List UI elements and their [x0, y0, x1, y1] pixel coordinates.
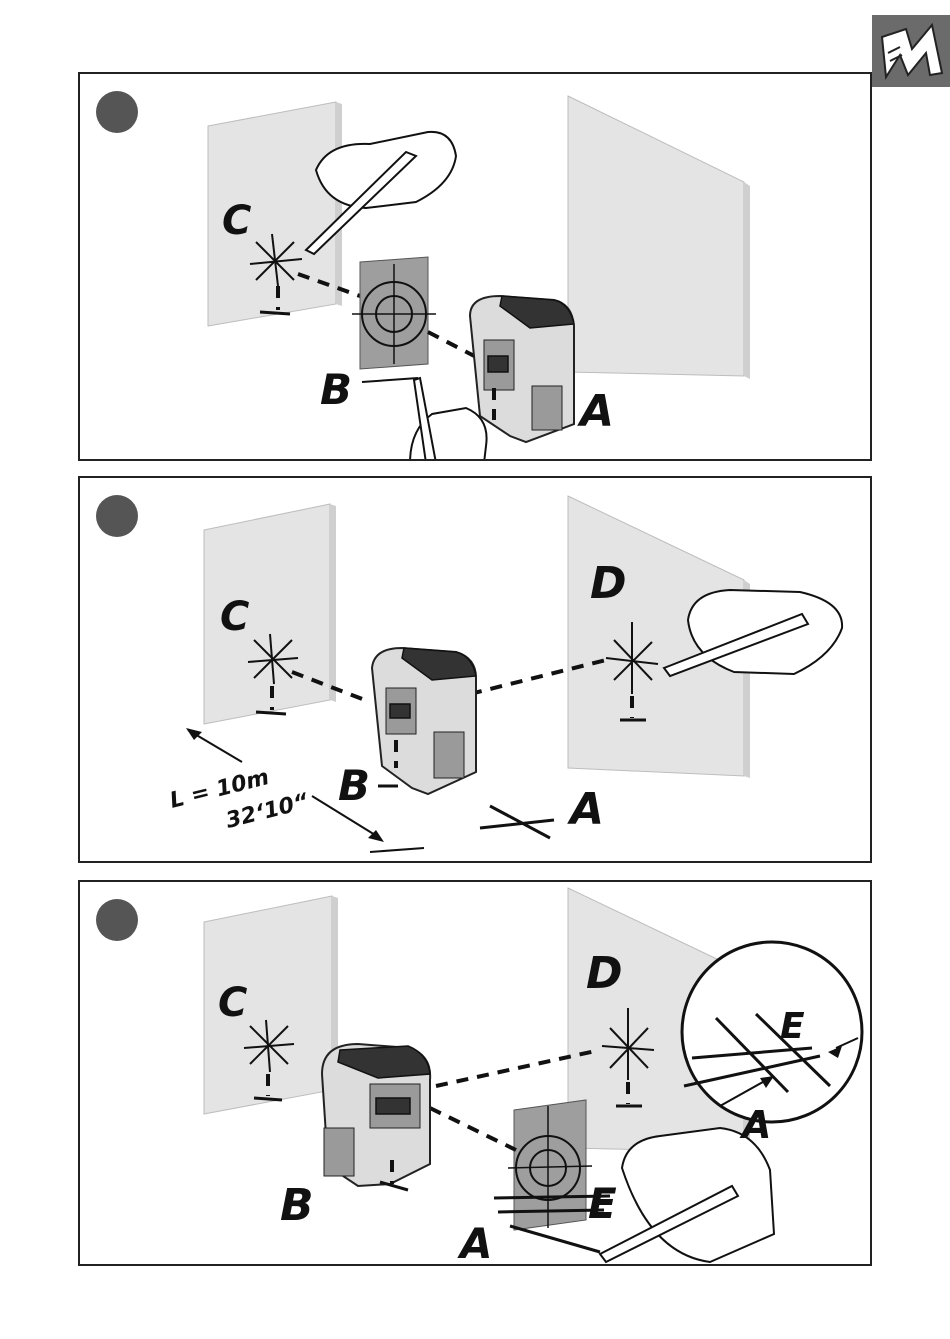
step-panel-3: C D B A E E A: [78, 880, 872, 1266]
label-b: B: [280, 1180, 314, 1231]
language-tab: [872, 15, 950, 87]
label-a: A: [577, 386, 614, 437]
step-panel-2: L = 10m 32‘10“ C D B A: [78, 476, 872, 863]
laser-device: [372, 648, 476, 794]
label-b: B: [338, 761, 370, 810]
wall-d: [568, 96, 744, 376]
zoom-detail: [682, 942, 862, 1122]
label-e-bottom: E: [588, 1179, 617, 1228]
hand-with-pencil-bottom: [410, 378, 487, 461]
laser-device: [322, 1044, 430, 1186]
step-marker-2: [96, 495, 138, 537]
label-d: D: [586, 948, 623, 999]
label-d: D: [590, 558, 627, 609]
label-a-bottom: A: [457, 1219, 493, 1266]
step-panel-1: C B A: [78, 72, 872, 461]
floor-mark-a: [480, 806, 554, 838]
label-a: A: [567, 784, 604, 835]
label-c: C: [220, 594, 249, 640]
zoom-label-e: E: [780, 1006, 805, 1047]
label-c: C: [218, 980, 247, 1026]
label-b: B: [320, 365, 352, 414]
step-marker-3: [96, 899, 138, 941]
label-c: C: [222, 198, 251, 244]
laser-device: [470, 296, 574, 442]
zoom-label-a: A: [739, 1103, 771, 1147]
step-marker-1: [96, 91, 138, 133]
